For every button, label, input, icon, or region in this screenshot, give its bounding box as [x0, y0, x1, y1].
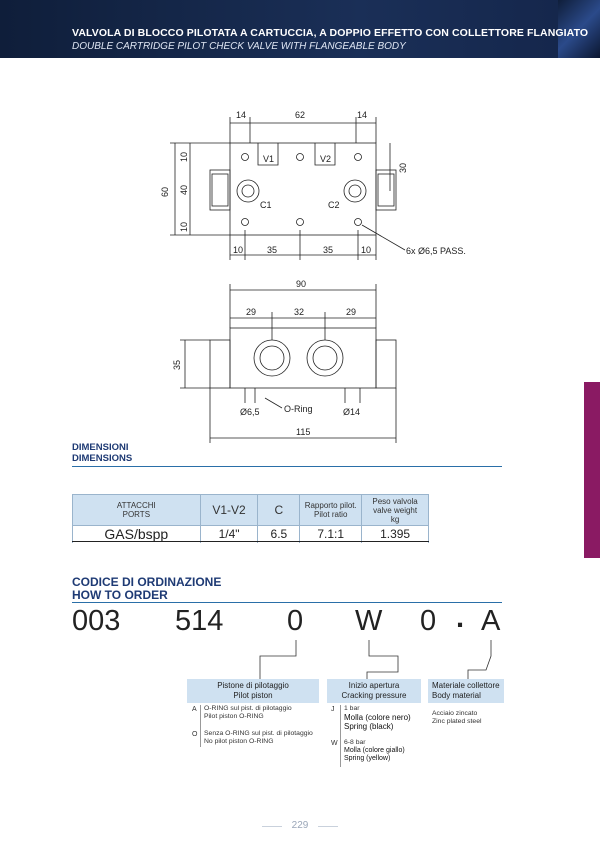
label-o-ring: O-Ring [284, 404, 313, 414]
dimensions-title-en: DIMENSIONS [72, 453, 133, 464]
option-piston-o-en: No pilot piston O-RING [204, 738, 274, 745]
code-part-material: A [481, 605, 501, 637]
option-piston-head-it: Pistone di pilotaggio [217, 681, 289, 690]
header-stripe [558, 0, 600, 58]
option-material-header: Materiale collettore Body material [428, 679, 504, 703]
port-label-v2: V2 [320, 154, 331, 164]
header-ports: ATTACCHI PORTS [72, 494, 201, 526]
option-material-head-en: Body material [432, 691, 481, 700]
code-part-series: 003 [72, 605, 121, 637]
dim-60: 60 [160, 187, 170, 197]
dim-35: 35 [172, 360, 182, 370]
cell-pilot-ratio: 7.1:1 [299, 525, 363, 543]
code-connectors [259, 640, 492, 679]
dim-29-right: 29 [346, 307, 356, 317]
option-cracking-j-it: Molla (colore nero) [344, 713, 411, 722]
ports-table: ATTACCHI PORTS V1-V2 C Rapporto pilot. P… [72, 494, 429, 543]
cell-v1v2: 1/4" [199, 525, 259, 543]
header-c: C [257, 494, 301, 526]
label-dia-14: Ø14 [343, 407, 360, 417]
list-item: Senza O-RING sul pist. di pilotaggio No … [204, 730, 313, 746]
port-label-c2: C2 [328, 200, 340, 210]
side-section-tab [584, 382, 600, 558]
dimensions-title: DIMENSIONI DIMENSIONS [72, 442, 132, 464]
port-label-c1: C1 [260, 200, 272, 210]
dim-10-bottom: 10 [179, 222, 189, 232]
dim-32: 32 [294, 307, 304, 317]
option-piston-letter-a: A [192, 706, 197, 713]
option-cracking-w-en: Spring (yellow) [344, 755, 391, 762]
option-piston-o-it: Senza O-RING sul pist. di pilotaggio [204, 730, 313, 737]
code-part-dot: . [456, 602, 465, 634]
header-title-english: DOUBLE CARTRIDGE PILOT CHECK VALVE WITH … [72, 41, 406, 52]
dim-30: 30 [398, 163, 408, 173]
option-piston-head-en: Pilot piston [233, 691, 273, 700]
list-item: O-RING sul pist. di pilotaggio Pilot pis… [204, 705, 292, 721]
dim-40: 40 [179, 185, 189, 195]
option-cracking-head-en: Cracking pressure [341, 691, 407, 700]
holes-note: 6x Ø6,5 PASS. [406, 246, 466, 256]
table-bottom-rule [72, 541, 429, 542]
dim-14-left: 14 [236, 110, 246, 120]
dim-14-right: 14 [357, 110, 367, 120]
order-rule [72, 602, 502, 603]
drawing-front-view: 90 29 32 29 35 115 Ø6,5 O-Ring Ø14 [172, 279, 397, 443]
dim-62: 62 [295, 110, 305, 120]
code-part-cracking: W [355, 605, 383, 637]
header-weight: Peso valvola valve weight kg [361, 494, 429, 526]
order-title-it: CODICE DI ORDINAZIONE [72, 575, 222, 589]
table-row: GAS/bspp 1/4" 6.5 7.1:1 1.395 [72, 525, 429, 543]
dim-10-br: 10 [361, 245, 371, 255]
header-title-italian: VALVOLA DI BLOCCO PILOTATA A CARTUCCIA, … [72, 27, 589, 39]
option-cracking-j-en: Spring (black) [344, 722, 394, 731]
option-cracking-letter-w: W [331, 740, 338, 747]
option-piston-a-it: O-RING sul pist. di pilotaggio [204, 705, 292, 712]
option-cracking-head-it: Inizio apertura [348, 681, 400, 690]
page-number: 229 [291, 820, 309, 831]
option-cracking-divider [340, 705, 341, 767]
order-title-en: HOW TO ORDER [72, 588, 168, 602]
code-part-piston: 0 [287, 605, 304, 637]
list-item: 1 bar Molla (colore nero) Spring (black) [344, 705, 411, 731]
cell-c: 6.5 [257, 525, 301, 543]
cell-weight: 1.395 [361, 525, 429, 543]
order-title: CODICE DI ORDINAZIONE HOW TO ORDER [72, 576, 221, 602]
dim-35-left: 35 [267, 245, 277, 255]
option-cracking-header: Inizio apertura Cracking pressure [327, 679, 421, 703]
dim-35-right: 35 [323, 245, 333, 255]
option-cracking-w-it: Molla (colore giallo) [344, 747, 405, 754]
label-dia-6-5: Ø6,5 [240, 407, 260, 417]
dimensions-rule [72, 466, 502, 467]
page-header: VALVOLA DI BLOCCO PILOTATA A CARTUCCIA, … [0, 0, 600, 58]
header-pilot-ratio: Rapporto pilot. Pilot ratio [299, 494, 363, 526]
list-item: Acciaio zincato Zinc plated steel [432, 710, 482, 726]
option-piston-header: Pistone di pilotaggio Pilot piston [187, 679, 319, 703]
drawing-top-view: 14 62 14 60 10 40 10 30 10 35 35 10 V1 V… [160, 110, 466, 260]
option-cracking-j-value: 1 bar [344, 705, 360, 712]
header-v1v2: V1-V2 [199, 494, 259, 526]
port-label-v1: V1 [263, 154, 274, 164]
page-number-line-left [262, 826, 282, 827]
code-part-zero: 0 [420, 605, 437, 637]
dimensions-title-it: DIMENSIONI [72, 442, 129, 453]
option-material-en: Zinc plated steel [432, 718, 482, 725]
code-part-model: 514 [175, 605, 224, 637]
option-material-head-it: Materiale collettore [432, 681, 500, 690]
dim-115: 115 [296, 427, 310, 437]
option-cracking-w-value: 6-8 bar [344, 739, 366, 746]
dim-90: 90 [296, 279, 306, 289]
dim-10-bl: 10 [233, 245, 243, 255]
dim-29-left: 29 [246, 307, 256, 317]
option-piston-a-en: Pilot piston O-RING [204, 713, 264, 720]
ports-table-header: ATTACCHI PORTS V1-V2 C Rapporto pilot. P… [72, 494, 429, 526]
dim-10-top: 10 [179, 152, 189, 162]
list-item: 6-8 bar Molla (colore giallo) Spring (ye… [344, 739, 405, 763]
option-piston-letter-o: O [192, 731, 198, 738]
option-cracking-letter-j: J [331, 706, 335, 713]
page-number-line-right [318, 826, 338, 827]
cell-ports: GAS/bspp [72, 525, 201, 543]
option-piston-divider [200, 705, 201, 747]
option-material-it: Acciaio zincato [432, 710, 478, 717]
